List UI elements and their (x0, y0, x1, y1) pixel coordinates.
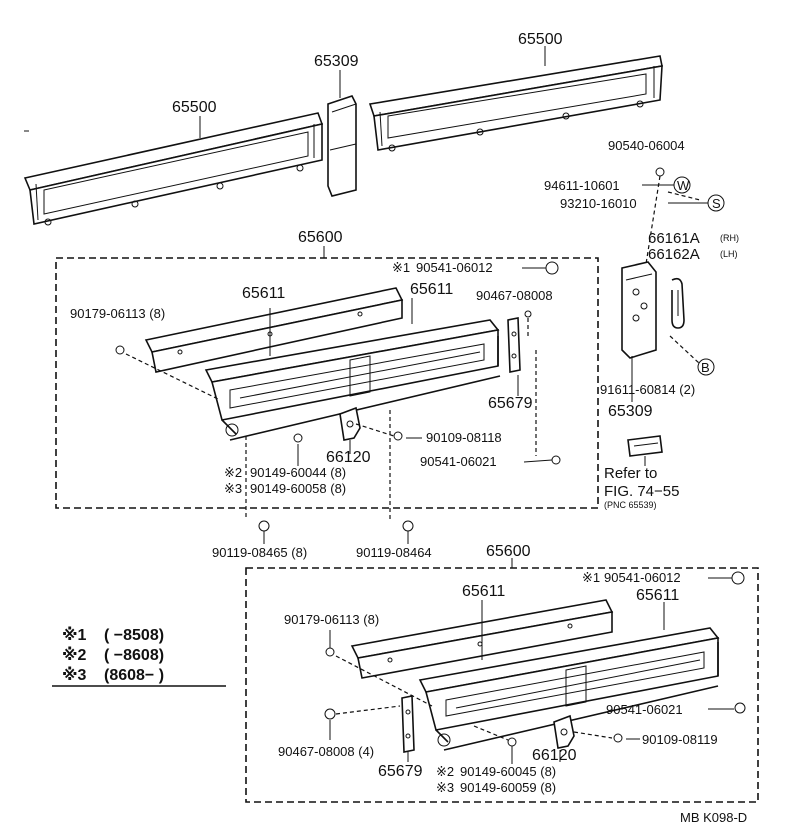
screw-icon (293, 433, 303, 443)
hook-66161a-icon (671, 277, 685, 329)
clip-icon (731, 571, 745, 585)
label-washer-94611-10601: 94611-10601 (544, 178, 620, 193)
label-lower-plate-65611: 65611 (462, 583, 505, 600)
label-lower-clip-mark: ※1 (582, 570, 600, 585)
clip-icon (551, 455, 561, 465)
label-upper-screw-90149-60058: 90149-60058 (8) (250, 481, 346, 496)
legend-range-1: ( −8508) (104, 627, 164, 644)
mark-b: B (701, 360, 710, 375)
label-hook-rh-suffix: (RH) (720, 233, 739, 243)
upper-bracket-65679 (507, 317, 521, 373)
label-refer-line-3: (PNC 65539) (604, 500, 657, 510)
label-lower-assy-65600: 65600 (486, 543, 531, 560)
legend-range-2: ( −8608) (104, 647, 164, 664)
label-cover-65309-side: 65309 (608, 403, 653, 420)
bolt-icon (402, 520, 414, 532)
screw-icon (507, 737, 517, 747)
upper-lock-66120 (339, 406, 361, 441)
cover-65309-side (621, 261, 657, 359)
panel-65500-left (23, 112, 324, 226)
label-upper-bracket-65679: 65679 (488, 395, 533, 412)
bolt-icon (524, 310, 532, 318)
mark-b-icon (697, 358, 715, 376)
mark-s-icon (707, 194, 725, 212)
label-lower-clip-90541-06012: 90541-06012 (604, 570, 681, 585)
clip-icon (545, 261, 559, 275)
mark-w-icon (673, 176, 691, 194)
legend-mark-1: ※1 (62, 626, 87, 644)
label-upper-lock-66120: 66120 (326, 449, 371, 466)
lower-lock-66120 (553, 714, 575, 749)
label-upper-clip-90541-06012: 90541-06012 (416, 260, 493, 275)
label-upper-clip-mark: ※1 (392, 260, 410, 275)
mark-w: W (677, 178, 690, 193)
label-refer-line-2: FIG. 74−55 (604, 483, 679, 500)
clip-icon (734, 702, 746, 714)
label-hook-66162a: 66162A (648, 246, 700, 263)
lower-frame-65611 (418, 627, 720, 751)
label-screw-91611-60814: 91611-60814 (2) (600, 382, 695, 397)
screw-icon (115, 345, 125, 355)
upper-assembly-box (55, 257, 599, 509)
bolt-icon (324, 708, 336, 720)
label-panel-65500-left: 65500 (172, 99, 217, 116)
screw-icon (325, 647, 335, 657)
label-lower-screw-3-mark: ※3 (436, 780, 454, 795)
label-upper-frame-65611: 65611 (410, 281, 453, 298)
label-lower-bolt-90467-08008: 90467-08008 (4) (278, 744, 374, 759)
label-upper-screw-90149-60044: 90149-60044 (8) (250, 465, 346, 480)
label-bolt-90119-08464: 90119-08464 (356, 545, 432, 560)
label-upper-clip-90541-06021: 90541-06021 (420, 454, 497, 469)
mark-s: S (712, 196, 721, 211)
bolt-icon (613, 733, 623, 743)
label-refer-line-1: Refer to (604, 465, 657, 482)
legend: ※1 ( −8508) ※2 ( −8608) ※3 (8608− ) (52, 626, 226, 687)
pad-icon (627, 435, 663, 457)
label-bolt-90119-08465: 90119-08465 (8) (212, 545, 307, 560)
label-lower-lock-66120: 66120 (532, 747, 577, 764)
label-upper-bolt-90109-08118: 90109-08118 (426, 430, 502, 445)
label-bolt-90540-06004: 90540-06004 (608, 138, 685, 153)
label-hook-lh-suffix: (LH) (720, 249, 738, 259)
label-lower-clip-90541-06021: 90541-06021 (606, 702, 683, 717)
label-washer-93210-16010: 93210-16010 (560, 196, 637, 211)
panel-65500-right (368, 55, 663, 152)
label-lower-screw-90149-60059: 90149-60059 (8) (460, 780, 556, 795)
label-lower-frame-65611: 65611 (636, 587, 679, 604)
legend-mark-3: ※3 (62, 666, 87, 684)
label-upper-bolt-90467-08008: 90467-08008 (476, 288, 553, 303)
upper-plate-65611 (144, 287, 404, 373)
label-upper-screw-90179-06113: 90179-06113 (8) (70, 306, 165, 321)
bolt-icon (393, 431, 403, 441)
nut-icon (655, 167, 665, 177)
label-lower-screw-90179-06113: 90179-06113 (8) (284, 612, 379, 627)
legend-mark-2: ※2 (62, 646, 87, 664)
lower-assembly-box (245, 567, 759, 803)
label-upper-plate-65611: 65611 (242, 285, 285, 302)
label-lower-screw-90149-60045: 90149-60045 (8) (460, 764, 556, 779)
label-hook-66161a: 66161A (648, 230, 700, 247)
footer-code: MB K098-D (680, 810, 747, 825)
legend-range-3: (8608− ) (104, 667, 164, 684)
upper-frame-65611 (204, 319, 501, 441)
label-lower-bracket-65679: 65679 (378, 763, 423, 780)
label-upper-screw-3-mark: ※3 (224, 481, 242, 496)
label-upper-screw-2-mark: ※2 (224, 465, 242, 480)
label-cover-65309-top: 65309 (314, 53, 359, 70)
label-lower-bolt-90109-08119: 90109-08119 (642, 732, 718, 747)
bolt-icon (258, 520, 270, 532)
label-upper-assy-65600: 65600 (298, 229, 343, 246)
cover-65309-top (327, 95, 357, 197)
label-panel-65500-right: 65500 (518, 31, 563, 48)
lower-bracket-65679 (401, 695, 415, 753)
label-lower-screw-2-mark: ※2 (436, 764, 454, 779)
